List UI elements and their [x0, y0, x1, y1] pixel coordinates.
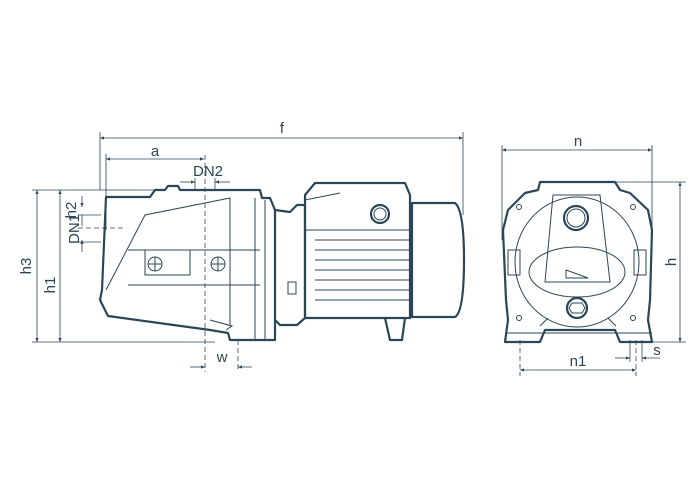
label-w: w: [216, 349, 228, 366]
dimension-heights: h3 h1 h2 DN1: [18, 189, 215, 343]
dimension-dn2: DN2: [180, 163, 230, 190]
dimension-w: w: [190, 340, 252, 372]
dimension-h: h: [610, 181, 686, 343]
pump-adaptor: [274, 203, 307, 327]
label-dn1: DN1: [66, 214, 83, 244]
dimension-f: f: [99, 120, 464, 215]
dimension-s: s: [615, 340, 661, 362]
label-dn2: DN2: [193, 163, 223, 180]
dimension-a: a: [105, 143, 204, 230]
dimension-n1: n1: [519, 340, 637, 376]
label-h3: h3: [18, 258, 35, 275]
label-h: h: [663, 258, 680, 266]
adaptor-bolt: [287, 281, 297, 295]
label-f: f: [280, 120, 285, 137]
pump-housing: [98, 184, 277, 342]
bolt-icon: [210, 256, 226, 272]
dimension-n: n: [501, 133, 653, 240]
side-view: f a DN2 h3: [18, 120, 466, 372]
fan-cover: [410, 201, 466, 319]
label-a: a: [151, 143, 160, 160]
bolt-icon: [147, 256, 163, 272]
label-n: n: [574, 133, 582, 150]
motor: [303, 181, 466, 342]
front-view: n h n1 s: [501, 133, 686, 376]
label-s: s: [653, 342, 661, 359]
terminal-gland: [369, 203, 391, 225]
motor-foot: [383, 317, 407, 342]
label-h2: h2: [63, 202, 80, 219]
drain-plug: [565, 296, 589, 320]
outlet-port: [562, 204, 590, 232]
label-n1: n1: [570, 353, 587, 370]
label-h1: h1: [42, 277, 59, 294]
pump-front-body: [501, 180, 654, 344]
